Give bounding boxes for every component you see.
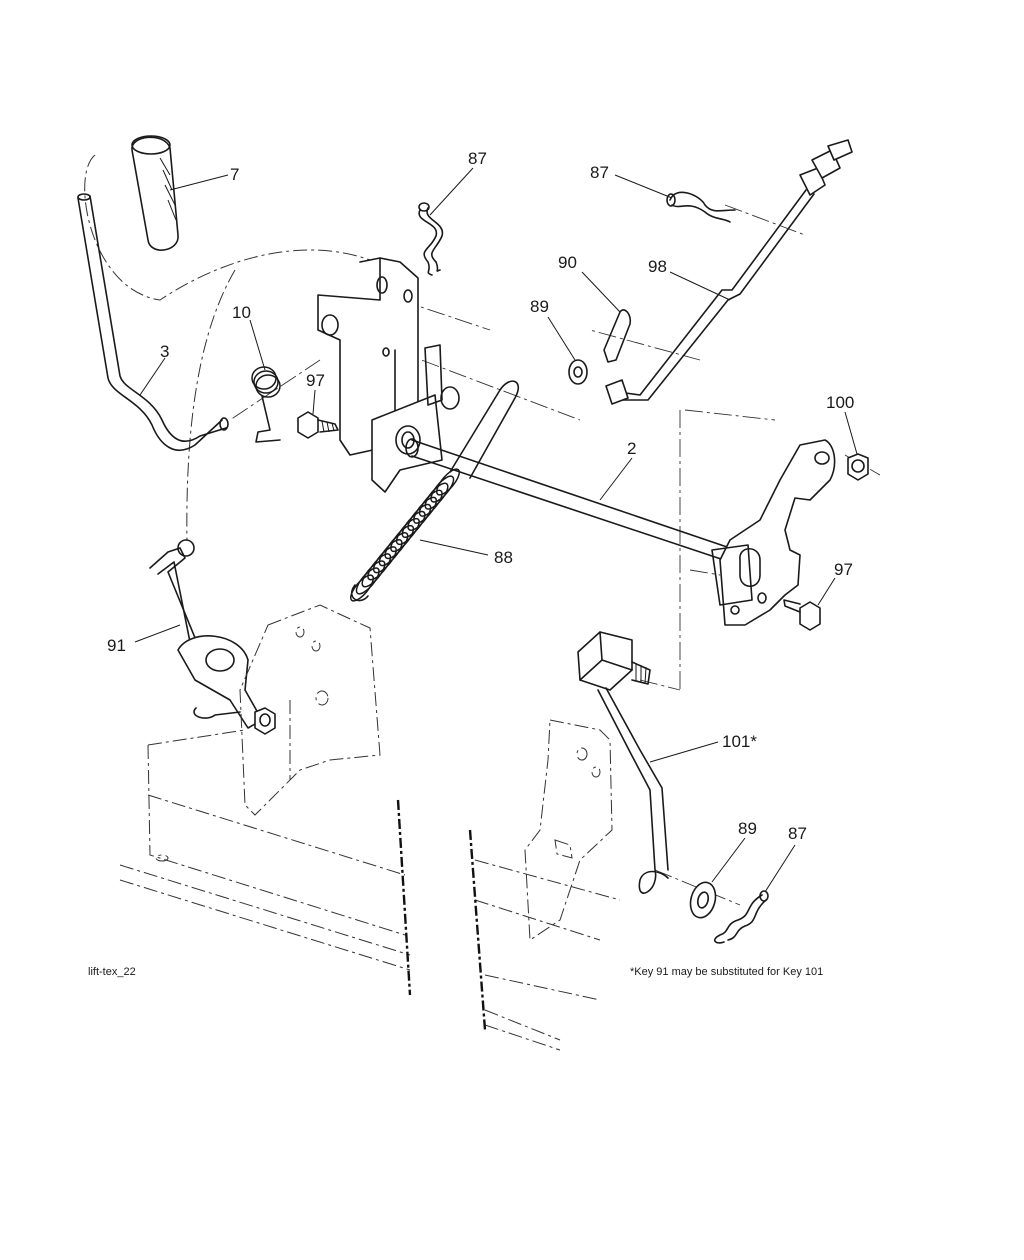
callout-2: 2: [627, 439, 636, 458]
figure-id-label: lift-tex_22: [88, 966, 136, 978]
extension-spring-part-88: [349, 380, 520, 602]
spring-coil: [430, 475, 455, 503]
callout-89-bottom: 89: [738, 819, 757, 838]
spring-coil: [407, 503, 432, 531]
spring-coil: [395, 517, 420, 546]
lift-handle-rod-part-3: [77, 193, 229, 451]
linkage-part-91: [149, 539, 276, 735]
callout-89-top: 89: [530, 297, 549, 316]
lift-link-part-101: [577, 631, 669, 894]
handle-grip-part-7: [131, 135, 179, 251]
callout-87-right: 87: [590, 163, 609, 182]
spring-coil: [378, 539, 403, 567]
spring-coil: [435, 468, 461, 496]
hairpin-clip-part-87-right: [666, 191, 736, 223]
spring-coil: [355, 567, 380, 595]
screw-part-97-left: [297, 411, 339, 439]
callout-100: 100: [826, 393, 854, 412]
callout-3: 3: [160, 342, 169, 361]
callout-90: 90: [558, 253, 577, 272]
spring-coil: [384, 532, 409, 560]
callout-97-left: 97: [306, 371, 325, 390]
washer-part-89-top: [568, 359, 588, 385]
cotter-pin-part-90: [603, 309, 632, 363]
lift-shaft-part-2: [405, 438, 731, 563]
spring-coil: [401, 510, 426, 538]
spring-coil: [361, 560, 386, 588]
spring-coil: [372, 546, 397, 574]
hairpin-clip-part-87-bottom: [713, 890, 769, 944]
spring-coil: [367, 553, 392, 581]
spring-coil: [349, 574, 375, 602]
lift-bracket: [317, 257, 460, 493]
callout-97-right: 97: [834, 560, 853, 579]
spring-coil: [424, 482, 449, 510]
callout-7: 7: [230, 165, 239, 184]
right-deck-bracket: [468, 719, 621, 1051]
spring-coil: [418, 489, 443, 517]
nut-part-100: [847, 453, 869, 481]
left-deck-bracket: [119, 604, 412, 996]
spring-coil: [413, 496, 438, 524]
callout-87-bottom: 87: [788, 824, 807, 843]
adjust-rod-part-98: [605, 139, 853, 405]
leader-lines: [134, 167, 858, 893]
spring-coil: [390, 524, 415, 553]
torsion-spring-part-10: [251, 366, 281, 443]
substitution-footnote: *Key 91 may be substituted for Key 101: [630, 966, 823, 978]
callout-91: 91: [107, 636, 126, 655]
callout-10: 10: [232, 303, 251, 322]
callout-87-top: 87: [468, 149, 487, 168]
washer-part-89-bottom: [689, 881, 717, 919]
hairpin-clip-part-87-top: [418, 202, 444, 276]
screw-part-97-right: [783, 599, 821, 631]
right-lift-arm: [711, 439, 836, 626]
callout-labels: 7 87 87 90 98 89 10 3 97 100 2 88 97 91 …: [107, 149, 854, 843]
callout-101: 101*: [722, 732, 757, 751]
callout-88: 88: [494, 548, 513, 567]
callout-98: 98: [648, 257, 667, 276]
